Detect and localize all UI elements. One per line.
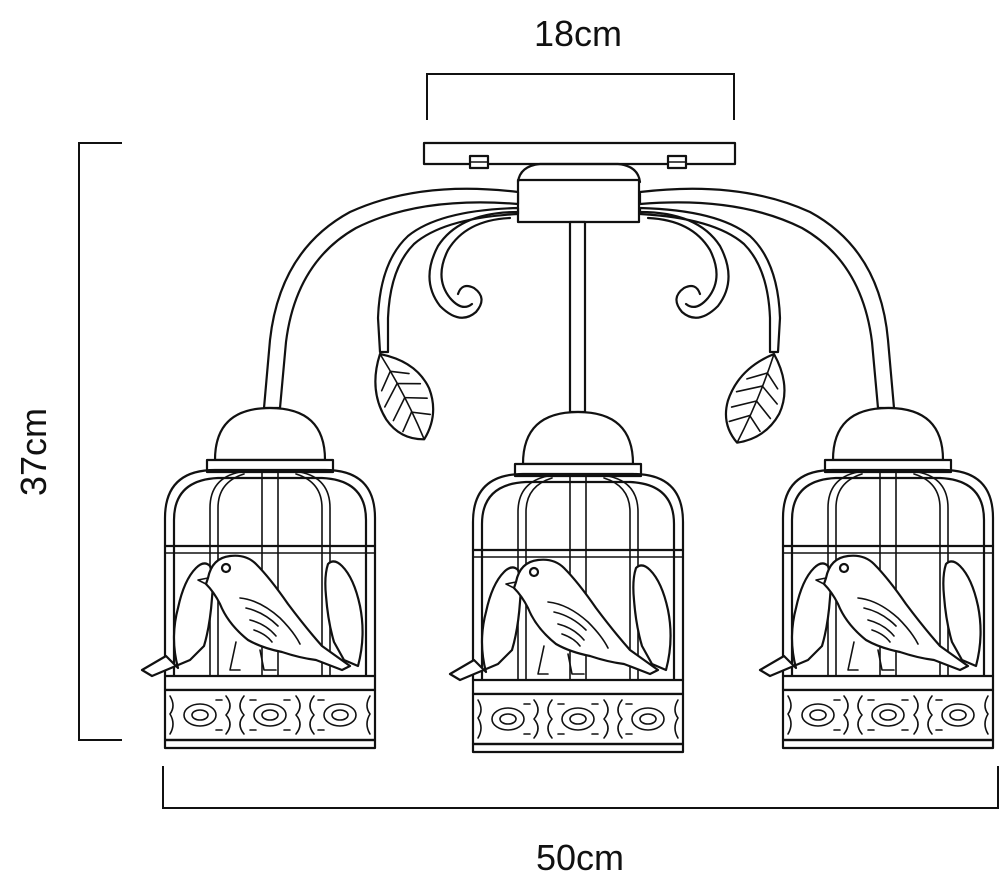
ceiling-canopy [422, 141, 737, 224]
chandelier-arms [262, 187, 896, 414]
top-width-dimension [426, 73, 735, 120]
height-label: 37cm [13, 408, 54, 496]
left-leaf [358, 340, 449, 452]
left-cage-lamp [140, 406, 377, 750]
bottom-width-label: 50cm [536, 837, 624, 878]
right-cage-lamp [758, 406, 995, 750]
right-leaf [711, 343, 803, 455]
center-cage-lamp [448, 410, 685, 754]
top-width-label: 18cm [534, 13, 622, 54]
bottom-width-dimension [162, 766, 999, 809]
height-dimension [78, 142, 122, 741]
